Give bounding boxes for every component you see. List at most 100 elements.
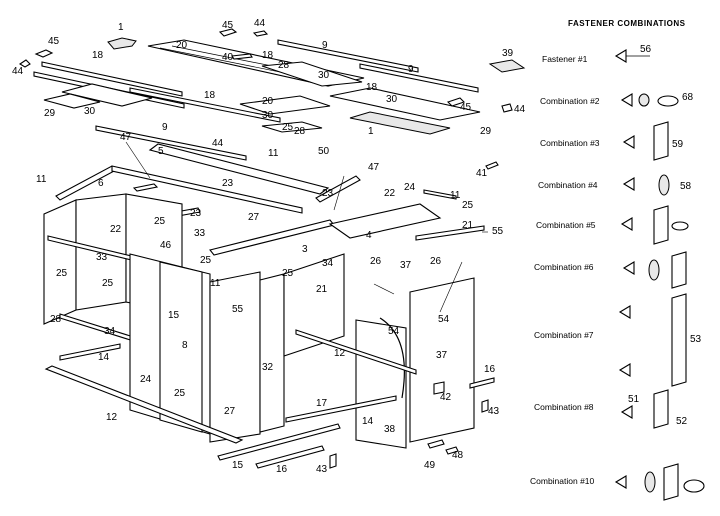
part-callout-9: 9 [162, 122, 168, 133]
lock-washer-icon [648, 259, 660, 281]
part-callout-50: 50 [318, 146, 330, 157]
part-callout-30: 30 [262, 110, 274, 121]
leader-47 [125, 141, 151, 179]
legend-row-6: Combination #6 [534, 251, 687, 289]
part-callout-6: 6 [98, 178, 104, 189]
part-40 [231, 53, 253, 60]
part-callout-25: 25 [282, 268, 294, 279]
legend-row-label: Fastener #1 [542, 54, 588, 64]
part-callout-30: 30 [84, 106, 96, 117]
leader-lines [125, 141, 488, 313]
legend-row-1: Fastener #1 56 [542, 44, 652, 64]
part-callout-45: 45 [460, 102, 472, 113]
part-callout-1: 1 [118, 22, 124, 33]
part-45-left [34, 49, 54, 58]
legend-row-3: Combination #3 59 [540, 121, 684, 161]
part-callout-42: 42 [440, 392, 452, 403]
part-callout-26: 26 [430, 256, 442, 267]
screw-icon [620, 93, 633, 107]
fastener-legend: FASTENER COMBINATIONS Fastener #1 56 Com… [530, 19, 705, 501]
part-callout-44: 44 [254, 18, 266, 29]
legend-part-53: 53 [690, 334, 702, 345]
part-callout-4: 4 [366, 230, 372, 241]
part-callout-49: 49 [424, 460, 436, 471]
part-callout-20: 20 [262, 96, 274, 107]
front-wall-panel-25 [159, 261, 203, 433]
part-callout-25: 25 [282, 122, 294, 133]
legend-row-2: Combination #2 68 [540, 92, 694, 107]
part-callout-47: 47 [368, 162, 380, 173]
part-callout-14: 14 [98, 352, 110, 363]
part-callout-47: 47 [120, 132, 132, 143]
plate-icon [671, 251, 687, 289]
lock-washer-icon [658, 174, 670, 196]
legend-part-58: 58 [680, 181, 692, 192]
part-47-left [132, 183, 159, 192]
part-callout-20: 20 [176, 40, 188, 51]
left-wall-panel-28 [43, 199, 77, 325]
screw-icon [622, 261, 635, 275]
legend-row-7: Combination #7 53 [534, 293, 702, 387]
truss-3 [209, 219, 335, 256]
part-callout-48: 48 [452, 450, 464, 461]
part-callout-18: 18 [204, 90, 216, 101]
part-callout-3: 3 [302, 244, 308, 255]
nut-icon [671, 221, 689, 231]
screw-icon [622, 135, 635, 149]
part-44-right [501, 103, 513, 113]
part-callout-21: 21 [316, 284, 328, 295]
legend-row-label: Combination #7 [534, 330, 594, 340]
legend-part-51: 51 [628, 394, 640, 405]
legend-row-label: Combination #4 [538, 180, 598, 190]
rail-21-right [415, 225, 485, 241]
part-callout-16: 16 [484, 364, 496, 375]
part-callout-18: 18 [262, 50, 274, 61]
part-callout-25: 25 [200, 255, 212, 266]
rafter-upper [148, 143, 330, 195]
part-44-top [252, 30, 269, 37]
roof-panel-28-low [261, 121, 323, 133]
part-callout-44: 44 [212, 138, 224, 149]
part-callout-29: 29 [480, 126, 492, 137]
roof-panel-30-mid [239, 95, 331, 115]
part-callout-37: 37 [400, 260, 412, 271]
part-45-right [446, 97, 466, 107]
floor-rail-16 [255, 445, 325, 469]
part-callout-30: 30 [318, 70, 330, 81]
part-callout-12: 12 [334, 348, 346, 359]
screw-icon [614, 49, 627, 63]
part-callout-15: 15 [232, 460, 244, 471]
legend-row-label: Combination #6 [534, 262, 594, 272]
plate-icon [663, 463, 679, 501]
part-callout-17: 17 [316, 398, 328, 409]
nut-icon [657, 95, 679, 107]
screw-icon [620, 405, 633, 419]
part-callout-21: 21 [462, 220, 474, 231]
part-callout-34: 34 [104, 326, 116, 337]
part-callout-27: 27 [248, 212, 260, 223]
part-callout-28: 28 [50, 314, 62, 325]
part-callout-54: 54 [388, 326, 400, 337]
leader-54a [373, 283, 395, 295]
part-49 [427, 439, 445, 449]
part-callout-23: 23 [190, 208, 202, 219]
part-45-top [218, 28, 238, 37]
part-callout-28: 28 [294, 126, 306, 137]
door-track-curve [379, 317, 405, 399]
part-callout-46: 46 [160, 240, 172, 251]
screw-icon [620, 217, 633, 231]
part-callout-14: 14 [362, 416, 374, 427]
legend-part-56: 56 [640, 44, 652, 55]
part-callout-23: 23 [322, 188, 334, 199]
part-callout-43: 43 [316, 464, 328, 475]
legend-row-label: Combination #10 [530, 476, 595, 486]
leader-47b [333, 175, 345, 211]
part-callout-25: 25 [462, 200, 474, 211]
part-callout-54: 54 [438, 314, 450, 325]
part-callout-18: 18 [366, 82, 378, 93]
legend-part-68: 68 [682, 92, 694, 103]
plate-icon [653, 205, 669, 245]
rail-9-right [359, 63, 479, 93]
